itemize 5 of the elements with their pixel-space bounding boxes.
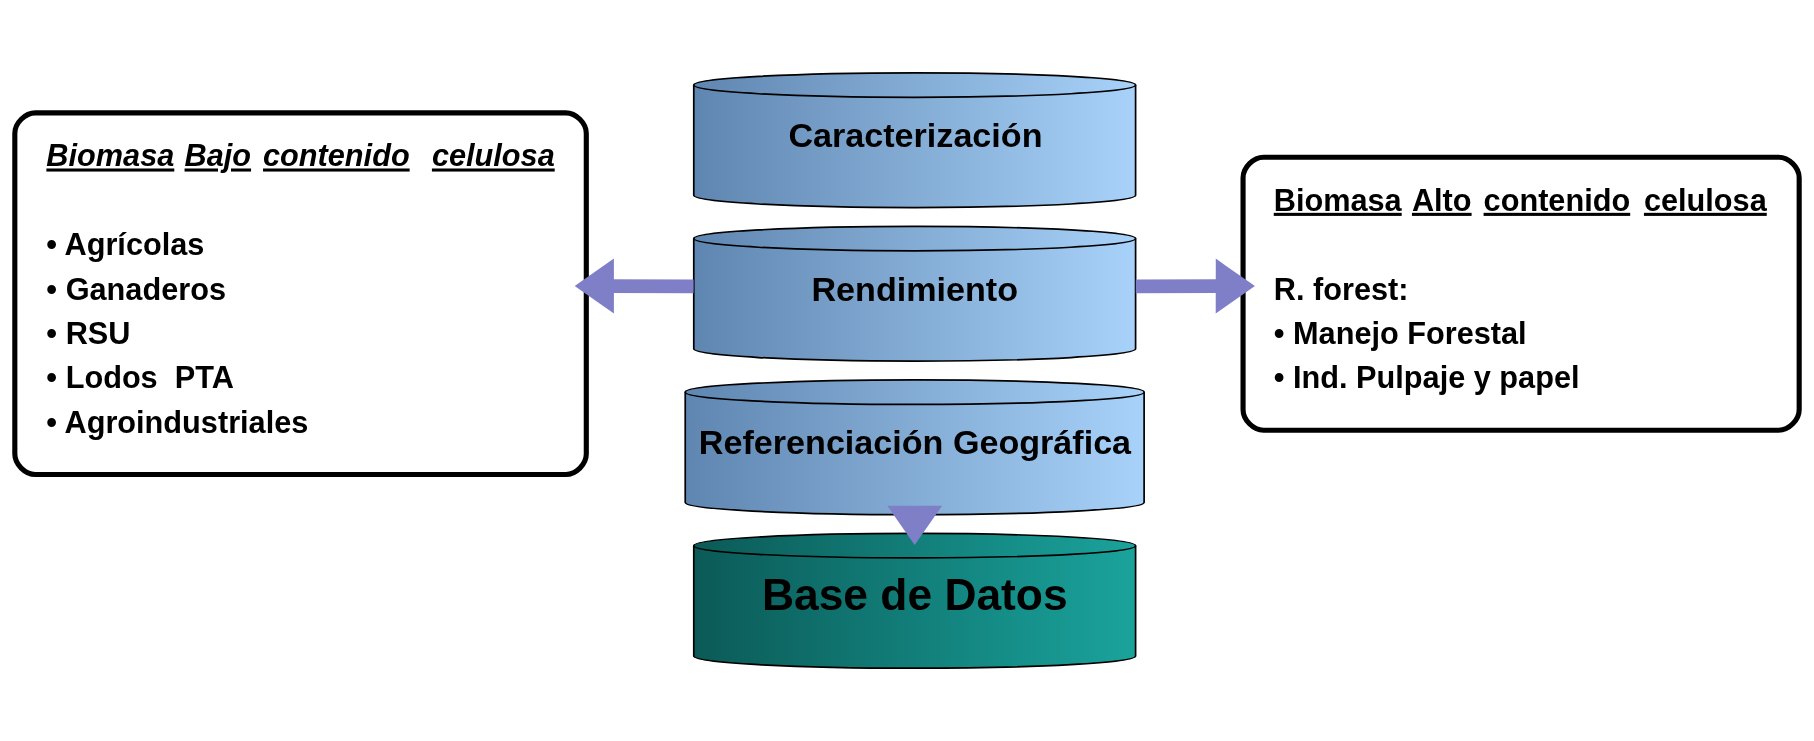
node-box: Biomasa Bajo contenido celulosa • Agrícolas • Ganaderos • RSU • Lodos PTA • Agroindustriales [12, 110, 589, 478]
node-box: Biomasa Alto contenido celulosa R. forest: • Manejo Forestal • Ind. Pulpaje y papel [1240, 154, 1802, 433]
arrow [574, 258, 694, 314]
arrow [887, 505, 943, 545]
arrow [1135, 258, 1255, 314]
